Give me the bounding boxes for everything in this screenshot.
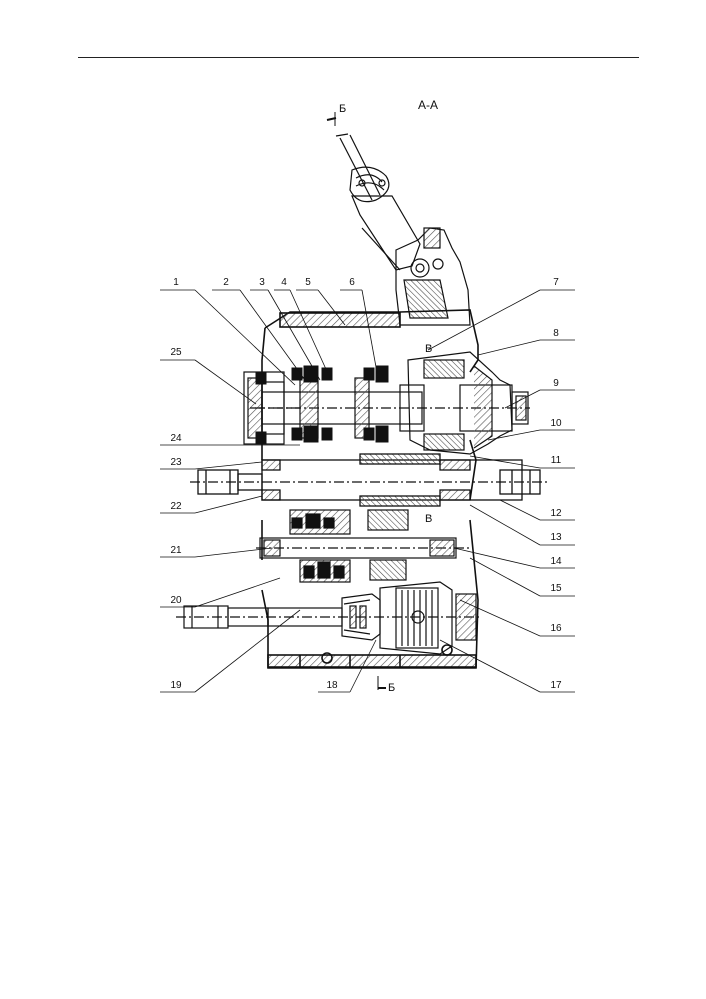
callout-label-3: 3	[259, 277, 265, 288]
shift-tower	[395, 227, 471, 326]
callout-label-9: 9	[553, 378, 559, 389]
callout-leader-23	[194, 461, 263, 470]
cut-mark-bottom-label: Б	[388, 682, 395, 694]
callout-label-25: 25	[170, 347, 182, 358]
cut-mark-bottom: Б	[377, 676, 395, 694]
section-mark-v-upper: В	[425, 343, 432, 355]
callout-label-6: 6	[349, 277, 355, 288]
pto-shaft	[176, 593, 480, 641]
cut-mark-top: Б	[326, 103, 346, 126]
callout-leader-10	[487, 429, 541, 441]
callout-leader-22	[194, 495, 263, 514]
callout-label-1: 1	[173, 277, 179, 288]
callout-leader-25	[194, 359, 257, 405]
upper-gear-stack	[255, 365, 389, 445]
callout-leader-9	[504, 389, 541, 409]
callout-label-24: 24	[170, 433, 182, 444]
callout-label-20: 20	[170, 595, 182, 606]
callout-leader-13	[469, 504, 541, 546]
gear-lever	[335, 133, 421, 271]
gearbox-housing	[261, 309, 479, 669]
callout-label-5: 5	[305, 277, 311, 288]
header-rule	[78, 57, 639, 58]
callout-leader-1	[194, 289, 296, 386]
lower-gear-stack	[289, 509, 409, 535]
callout-label-17: 17	[550, 680, 562, 691]
callout-leader-15	[469, 557, 541, 597]
callout-leader-12	[499, 499, 541, 521]
callout-leader-3	[267, 289, 321, 381]
main-shaft	[190, 453, 550, 507]
section-view-label: А-А	[418, 98, 438, 112]
callout-leader-18	[349, 639, 377, 693]
callout-leader-21	[194, 547, 273, 558]
callout-label-4: 4	[281, 277, 287, 288]
callout-label-16: 16	[550, 623, 562, 634]
section-mark-v-lower: В	[425, 513, 432, 525]
callout-leader-4	[289, 289, 331, 379]
callout-label-2: 2	[223, 277, 229, 288]
callout-label-10: 10	[550, 418, 562, 429]
callout-label-19: 19	[170, 680, 182, 691]
callout-leader-7	[427, 289, 541, 351]
callout-label-13: 13	[550, 532, 562, 543]
callout-leader-14	[453, 547, 541, 569]
callout-leader-5	[317, 289, 346, 326]
callout-label-14: 14	[550, 556, 562, 567]
callout-leader-17	[439, 639, 541, 693]
callout-leader-11	[469, 455, 541, 469]
callout-label-8: 8	[553, 328, 559, 339]
callout-leader-20	[194, 577, 281, 608]
callout-label-7: 7	[553, 277, 559, 288]
cut-mark-top-label: Б	[339, 103, 346, 115]
callout-leaders	[160, 289, 575, 693]
callout-label-21: 21	[170, 545, 182, 556]
callout-leader-6	[361, 289, 379, 379]
callout-label-12: 12	[550, 508, 562, 519]
countershaft	[256, 537, 470, 583]
bevel-gear-assembly	[407, 351, 529, 455]
callout-label-15: 15	[550, 583, 562, 594]
callout-label-18: 18	[326, 680, 338, 691]
clutch-pack	[379, 581, 477, 655]
callout-leader-2	[239, 289, 306, 381]
callout-label-23: 23	[170, 457, 182, 468]
callout-leader-19	[194, 609, 301, 693]
callout-label-11: 11	[551, 455, 562, 466]
callout-leader-16	[459, 599, 541, 637]
callout-label-22: 22	[170, 501, 182, 512]
callout-leader-8	[477, 339, 541, 356]
